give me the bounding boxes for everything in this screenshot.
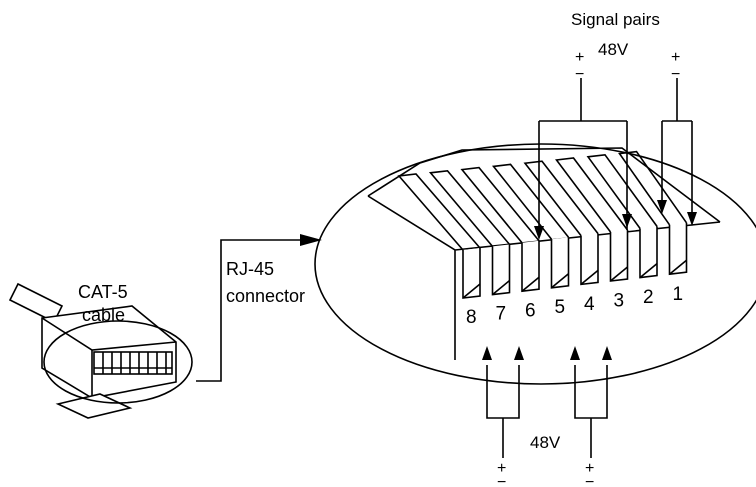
pin-number-7: 7 (496, 304, 507, 325)
top-title-label: Signal pairs (571, 10, 660, 29)
contact-blade-top (491, 163, 570, 240)
pin-number-5: 5 (555, 297, 566, 318)
cable-label-line1: CAT-5 (78, 282, 128, 302)
bottom-pair-wiring (482, 346, 612, 458)
contact-blade-top (428, 169, 511, 247)
contact-blade-foot (491, 279, 511, 296)
cable-jacket (8, 282, 64, 324)
contact-blade-top (397, 173, 481, 251)
contact-blade-top (586, 153, 658, 229)
contact-blade-top (523, 160, 599, 237)
pin-number-2: 2 (643, 287, 654, 308)
pin-number-6: 6 (525, 300, 536, 321)
pin-number-1: 1 (673, 284, 684, 305)
pin-number-4: 4 (584, 294, 595, 315)
contact-blade-top (555, 157, 629, 233)
bottom-right-plus: + (585, 460, 594, 477)
rj45-connector-magnified (314, 143, 756, 385)
contact-blade-front (639, 226, 658, 279)
contact-blade-foot (521, 276, 540, 292)
contact-blade-foot (580, 269, 599, 286)
bottom-left-minus: − (497, 474, 506, 487)
contact-blade-front (550, 237, 570, 289)
callout-arrow (196, 234, 322, 382)
contact-blade-front (609, 230, 629, 282)
connector-label-line2: connector (226, 286, 305, 306)
bottom-left-plus: + (497, 460, 506, 477)
connector-contacts (397, 150, 688, 299)
plug-magnify-ellipse (43, 320, 193, 404)
contact-blade-foot (668, 259, 688, 275)
contact-blade-foot (609, 266, 629, 282)
connector-back-edge (367, 147, 721, 223)
contact-blade-front (462, 248, 481, 299)
top-left-plus: + (575, 49, 584, 66)
pin-number-8: 8 (466, 307, 477, 328)
cat5-plug-illustration (8, 282, 193, 419)
top-right-minus: − (671, 66, 680, 83)
top-right-plus: + (671, 49, 680, 66)
contact-blade-foot (550, 273, 570, 289)
bottom-voltage-label: 48V (530, 433, 561, 452)
connector-ellipse (314, 143, 756, 385)
contact-blade-front (668, 222, 688, 276)
plug-latch (55, 393, 133, 419)
bottom-right-minus: − (585, 474, 594, 487)
contact-blade-foot (462, 283, 481, 299)
contact-blade-front (580, 233, 599, 286)
top-voltage-label: 48V (598, 40, 629, 59)
connector-label-line1: RJ-45 (226, 259, 274, 279)
top-left-minus: − (575, 66, 584, 83)
pin-number-3: 3 (614, 291, 625, 312)
top-pair-wiring (534, 78, 697, 240)
contact-blade-front (491, 244, 511, 296)
contact-blade-top (460, 166, 540, 244)
cable-label-line2: cable (82, 305, 125, 325)
plug-contacts (93, 351, 173, 375)
contact-blade-front (521, 240, 540, 293)
contact-blade-foot (639, 262, 658, 279)
